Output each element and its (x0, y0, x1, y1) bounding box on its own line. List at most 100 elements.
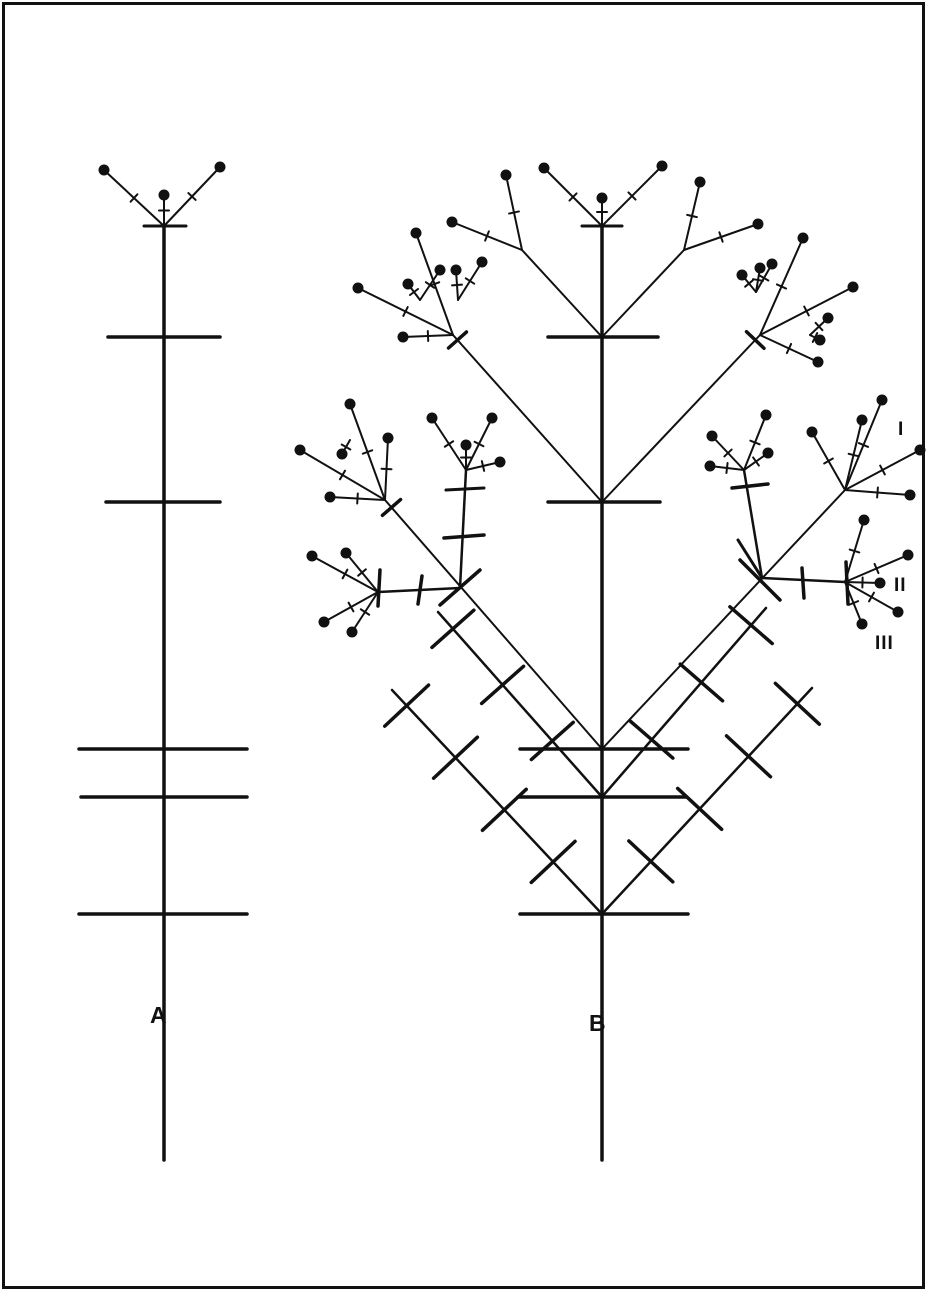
flower-bud (477, 257, 488, 268)
branch (602, 490, 845, 749)
flower-bud (353, 283, 364, 294)
flower-bud (159, 190, 170, 201)
flower-bud (763, 448, 774, 459)
branchlet-tick (509, 211, 519, 213)
flower-bud (215, 162, 226, 173)
branch-node (531, 841, 575, 882)
flower-bud (411, 228, 422, 239)
branch-node (680, 664, 722, 701)
flower-bud (398, 332, 409, 343)
branchlet-tick (753, 457, 759, 465)
branch (522, 250, 602, 337)
flower-bud (767, 259, 778, 270)
flower-bud (347, 627, 358, 638)
leaf-node (444, 535, 484, 538)
flower-bud (705, 461, 716, 472)
branchlet-tick (445, 441, 453, 446)
branch-node (434, 737, 478, 778)
flower-bud (99, 165, 110, 176)
flower-bud (501, 170, 512, 181)
flower-bud (753, 219, 764, 230)
branch-node (629, 841, 673, 882)
flower-bud (337, 449, 348, 460)
flower-bud (859, 515, 870, 526)
flower-bud (319, 617, 330, 628)
branch-node (382, 500, 400, 516)
branch (602, 250, 684, 337)
branch-node (631, 721, 673, 758)
branch (385, 500, 602, 749)
flower-bud (875, 578, 886, 589)
flower-bud (848, 282, 859, 293)
flower-bud (915, 445, 926, 456)
branchlet-tick (877, 488, 878, 498)
flower-bud (495, 457, 506, 468)
branchlet-tick (849, 454, 859, 456)
flower-bud (657, 161, 668, 172)
flower-bud (435, 265, 446, 276)
flower-bud (737, 270, 748, 281)
branchlet-tick (726, 463, 727, 473)
flower-bud (813, 357, 824, 368)
branchlet-tick (452, 285, 462, 286)
branch (602, 335, 760, 502)
panel-label-a: A (150, 1004, 167, 1027)
branch-node (730, 607, 772, 644)
branch-node (482, 666, 524, 703)
annotation-order-1: I (898, 420, 904, 439)
flower-bud (877, 395, 888, 406)
flower-bud (905, 490, 916, 501)
flower-bud (539, 163, 550, 174)
flower-bud (403, 279, 414, 290)
branch-node (432, 610, 474, 647)
flower-bud (341, 548, 352, 559)
annotation-order-2: II (894, 576, 907, 595)
flower-bud (755, 263, 766, 274)
flower-bud (807, 427, 818, 438)
flower-bud (761, 410, 772, 421)
flower-bud (345, 399, 356, 410)
flower-bud (798, 233, 809, 244)
leaf-node (732, 484, 768, 488)
flower-bud (487, 413, 498, 424)
flower-bud (325, 492, 336, 503)
branch (602, 608, 766, 797)
branchlet-tick (850, 550, 860, 553)
leaf-node (378, 570, 380, 606)
branch-node (531, 722, 573, 759)
branchlet-tick (687, 215, 697, 217)
flower-bud (857, 619, 868, 630)
flower-bud (427, 413, 438, 424)
branchlet-tick (361, 609, 369, 614)
leaf-node (802, 568, 804, 598)
flower-bud (823, 313, 834, 324)
branch-node (775, 683, 819, 724)
flower-bud (903, 550, 914, 561)
branchlet-tick (482, 461, 484, 471)
branch-node (678, 788, 722, 829)
flower-bud (461, 440, 472, 451)
flower-bud (857, 415, 868, 426)
branch-node (482, 789, 526, 830)
flower-bud (307, 551, 318, 562)
branch (438, 612, 602, 797)
tree-b-branched (295, 161, 926, 1161)
leaf-node (446, 488, 484, 490)
flower-bud (451, 265, 462, 276)
flower-bud (447, 217, 458, 228)
leaf-node (418, 576, 422, 604)
branch-node (385, 685, 429, 726)
flower-bud (597, 193, 608, 204)
flower-bud (893, 607, 904, 618)
panel-label-b: B (589, 1012, 606, 1035)
branch-node (727, 736, 771, 777)
annotation-order-3: III (875, 634, 894, 653)
flower-bud (707, 431, 718, 442)
flower-bud (295, 445, 306, 456)
flower-bud (695, 177, 706, 188)
flower-bud (383, 433, 394, 444)
branch (453, 335, 602, 502)
branchlet-tick (357, 494, 358, 504)
flower-bud (815, 335, 826, 346)
